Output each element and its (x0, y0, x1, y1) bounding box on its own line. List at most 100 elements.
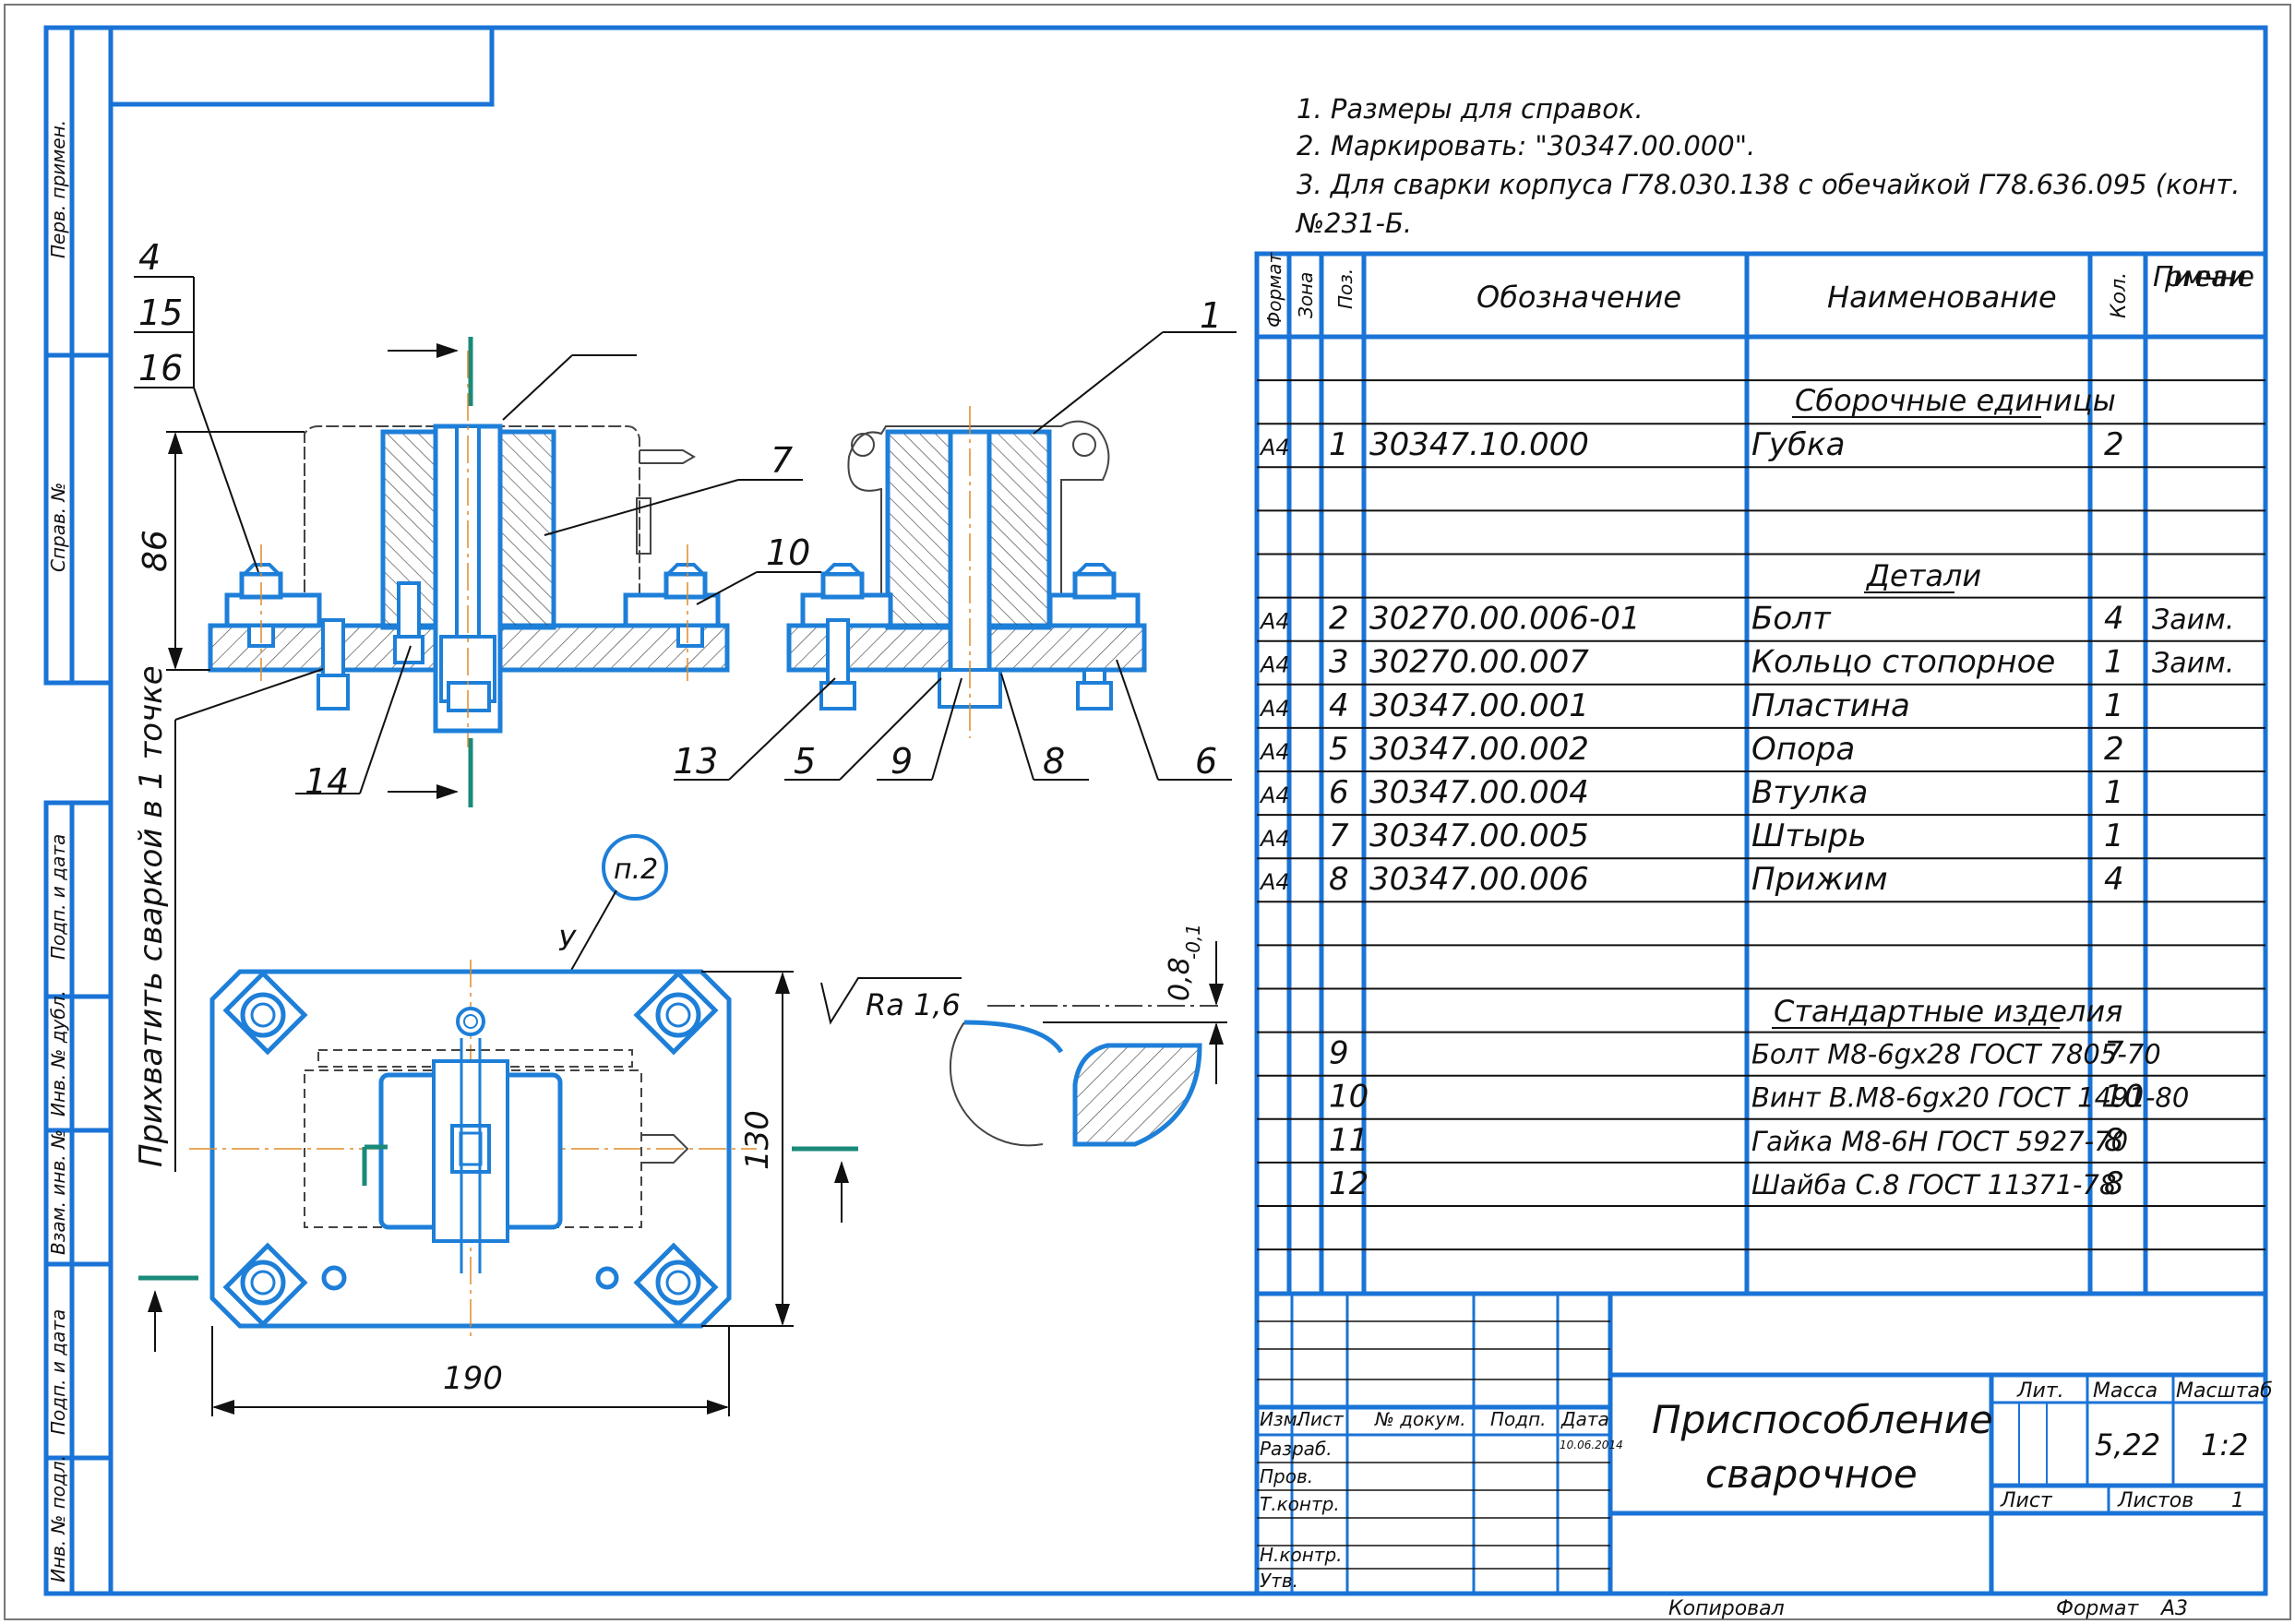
tb-list-label: Лист (2000, 1489, 2053, 1512)
parts-row-6-pos: 8 (1329, 861, 1349, 898)
strip-vzam-inv: Взам. инв. № (47, 1129, 69, 1255)
tb-podp: Подп. (1490, 1408, 1547, 1430)
callout-15: 15 (138, 293, 183, 333)
roughness-ra: Ra 1,6 (866, 987, 961, 1022)
view-label: У (558, 925, 577, 958)
parts-row-0-format: A4 (1259, 609, 1290, 635)
section-assembly: Сборочные единицы (1795, 383, 2116, 418)
parts-row-1-note: Заим. (2152, 648, 2234, 680)
callout-7: 7 (771, 440, 793, 481)
parts-row-4-designation: 30347.00.004 (1369, 774, 1589, 811)
standard-row-3-pos: 12 (1329, 1165, 1369, 1202)
spec-sections: Сборочные единицы Детали Стандартные изд… (1772, 383, 2122, 1029)
parts-row-1-pos: 3 (1329, 644, 1349, 681)
note-bubble (602, 834, 668, 901)
assembly-row-0-format: A4 (1259, 435, 1290, 460)
section-parts: Детали (1865, 558, 1981, 593)
parts-row-3-qty: 2 (2104, 731, 2124, 768)
tb-massa: Масса (2093, 1379, 2158, 1403)
callout-10: 10 (766, 532, 810, 573)
strip-podp-data-1: Подп. и дата (47, 834, 69, 960)
standard-row-2-pos: 11 (1329, 1122, 1369, 1159)
parts-row-0-qty: 4 (2104, 601, 2124, 638)
standard-row-0-pos: 9 (1329, 1035, 1349, 1072)
parts-row-3-name: Опора (1751, 731, 1855, 768)
parts-row-2-pos: 4 (1329, 687, 1349, 724)
callout-14: 14 (305, 761, 349, 802)
strip-perv-primen: Перв. примен. (47, 120, 69, 258)
tb-data: Дата (1560, 1408, 1609, 1430)
spec-header: Формат Зона Поз. Обозначение Наименовани… (1263, 252, 2254, 328)
hdr-zone: Зона (1295, 272, 1317, 318)
parts-row-4-name: Втулка (1751, 774, 1868, 811)
callout-9: 9 (891, 741, 913, 782)
right-section-view (786, 406, 1147, 738)
front-callouts (134, 276, 1237, 1172)
parts-row-1-designation: 30270.00.007 (1369, 644, 1589, 681)
chamfer-dim: 0,8 (1164, 957, 1196, 1001)
standard-row-3-name: Шайба С.8 ГОСТ 11371-78 (1751, 1169, 2116, 1200)
chamfer-tol: -0,1 (1182, 924, 1204, 960)
height-dimension: 86 (137, 431, 305, 671)
sheet-border (4, 4, 2291, 1620)
parts-row-4-format: A4 (1259, 782, 1290, 808)
tb-utv: Утв. (1260, 1570, 1298, 1592)
callout-16: 16 (138, 348, 183, 388)
tb-date-value: 10.06.2014 (1560, 1439, 1623, 1451)
note-4: №231-Б. (1295, 208, 1412, 239)
assembly-row-0-designation: 30347.10.000 (1369, 426, 1589, 463)
parts-row-6-qty: 4 (2104, 861, 2124, 898)
tb-izm: Изм. (1260, 1408, 1303, 1430)
parts-row-0-designation: 30270.00.006-01 (1369, 601, 1640, 638)
note-3: 3. Для сварки корпуса Г78.030.138 с обеч… (1297, 169, 2240, 200)
front-section-view (208, 337, 730, 807)
strip-inv-dubl: Инв. № дубл. (47, 990, 69, 1116)
note-1: 1. Размеры для справок. (1297, 93, 1644, 125)
standard-row-1-name: Винт В.М8-6gx20 ГОСТ 1491-80 (1751, 1082, 2189, 1114)
plan-view: п.2 У (138, 834, 858, 1416)
parts-row-2-format: A4 (1259, 696, 1290, 722)
assembly-row-0-pos: 1 (1329, 426, 1349, 463)
tb-doc-no: № докум. (1374, 1408, 1466, 1430)
standard-row-1-pos: 10 (1329, 1079, 1369, 1116)
parts-row-5-designation: 30347.00.005 (1369, 818, 1589, 854)
parts-row-1-format: A4 (1259, 652, 1290, 678)
spec-table (1254, 251, 2268, 1296)
standard-row-2-qty: 8 (2104, 1122, 2124, 1159)
hdr-designation: Обозначение (1476, 280, 1681, 315)
tb-format-value: А3 (2159, 1597, 2188, 1620)
parts-row-0-pos: 2 (1329, 601, 1349, 638)
parts-row-5-qty: 1 (2104, 818, 2124, 854)
parts-row-5-pos: 7 (1329, 818, 1349, 854)
standard-row-0-qty: 7 (2104, 1035, 2124, 1072)
strip-sprav-no: Справ. № (47, 483, 69, 572)
callout-6: 6 (1195, 741, 1217, 782)
tb-massa-value: 5,22 (2095, 1427, 2160, 1463)
strip-podp-data-2: Подп. и дата (47, 1309, 69, 1435)
parts-row-6-designation: 30347.00.006 (1369, 861, 1589, 898)
standard-row-1-qty: 10 (2104, 1079, 2144, 1116)
parts-row-2-name: Пластина (1751, 687, 1910, 724)
parts-row-5-name: Штырь (1751, 818, 1867, 854)
notes-block: 1. Размеры для справок. 2. Маркировать: … (1295, 93, 2240, 239)
assembly-row-0-name: Губка (1751, 426, 1845, 463)
hdr-format: Формат (1263, 252, 1285, 328)
parts-row-2-designation: 30347.00.001 (1369, 687, 1589, 724)
parts-row-1-qty: 1 (2104, 644, 2124, 681)
callout-1: 1 (1200, 295, 1222, 336)
standard-row-2-name: Гайка М8-6Н ГОСТ 5927-70 (1751, 1126, 2128, 1157)
dim-190: 190 (443, 1360, 503, 1397)
parts-row-6-name: Прижим (1751, 861, 1888, 898)
hdr-name: Наименование (1827, 280, 2057, 315)
tb-prov: Пров. (1260, 1465, 1313, 1487)
dim-86: 86 (137, 530, 174, 572)
parts-row-0-name: Болт (1751, 601, 1832, 638)
parts-row-6-format: A4 (1259, 869, 1290, 895)
tb-listov-value: 1 (2231, 1489, 2244, 1512)
tb-masshtab: Масштаб (2176, 1379, 2273, 1403)
parts-row-1-name: Кольцо стопорное (1751, 644, 2055, 681)
tb-format-label: Формат (2056, 1597, 2139, 1620)
parts-row-5-format: A4 (1259, 826, 1290, 852)
